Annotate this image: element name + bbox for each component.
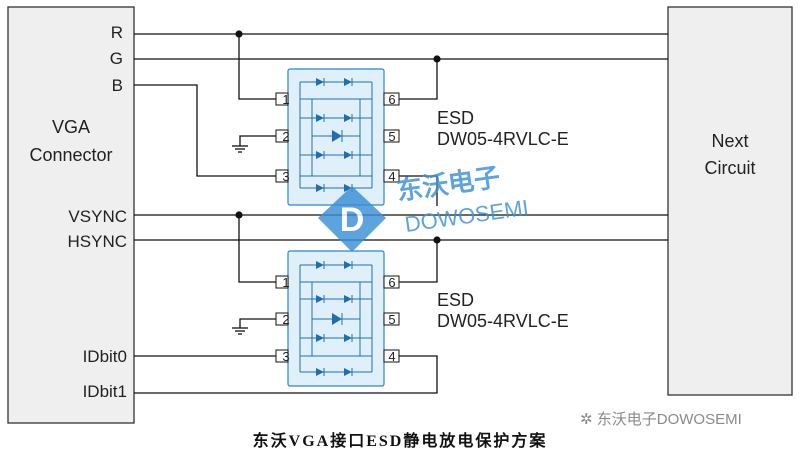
esd-bottom-pin3: 3	[282, 349, 289, 364]
svg-text:D: D	[340, 201, 365, 239]
esd-chip-top-diodes	[299, 78, 373, 192]
footer-text: 东沃电子DOWOSEMI	[596, 411, 742, 428]
esd-bottom-pin4-box	[383, 349, 400, 363]
figure-caption: 东沃VGA接口ESD静电放电保护方案	[252, 433, 548, 450]
esd-top-pin6-box	[383, 92, 400, 106]
esd-bottom-pin1-box	[275, 275, 289, 289]
signal-label-hsync: HSYNC	[67, 232, 127, 251]
signal-label-idbit0: IDbit0	[83, 347, 127, 366]
esd-top-pin6: 6	[388, 92, 395, 107]
vga-connector-box	[7, 6, 135, 424]
esd-top-pin4-box	[383, 169, 400, 183]
esd-bottom-part: DW05-4RVLC-E	[437, 311, 569, 331]
esd-top-pin3-box	[275, 169, 289, 183]
signal-label-g: G	[110, 49, 123, 68]
esd-top-pin5: 5	[388, 129, 395, 144]
esd-chip-bottom-diodes	[299, 261, 373, 376]
esd-bottom-pin2: 2	[282, 312, 289, 327]
esd-top-pin3: 3	[282, 169, 289, 184]
esd-bottom-label: ESD	[437, 290, 474, 310]
esd-top-part: DW05-4RVLC-E	[437, 129, 569, 149]
esd-bottom-pin6: 6	[388, 275, 395, 290]
esd-chip-top: 1 2 3 4 5 6	[275, 68, 400, 206]
esd-bottom-pin6-box	[383, 275, 400, 289]
esd-bottom-pin5-box	[383, 312, 400, 326]
bottom-wires	[134, 211, 668, 394]
esd-top-pin5-box	[383, 129, 400, 143]
esd-bottom-pin1: 1	[282, 275, 289, 290]
next-circuit-line2: Circuit	[704, 158, 755, 178]
esd-top-pin1-box	[275, 92, 289, 106]
esd-top-pin2-box	[275, 129, 289, 143]
esd-top-pin2: 2	[282, 129, 289, 144]
top-wires	[134, 30, 668, 206]
signal-label-r: R	[111, 23, 123, 42]
esd-top-pin1: 1	[282, 92, 289, 107]
esd-top-pin4: 4	[388, 169, 395, 184]
footer-credit: ✲ 东沃电子DOWOSEMI	[580, 408, 742, 429]
esd-bottom-pin5: 5	[388, 312, 395, 327]
esd-bottom-pin2-box	[275, 312, 289, 326]
esd-bottom-pin4: 4	[388, 349, 395, 364]
next-circuit-line1: Next	[711, 131, 748, 151]
signal-label-vsync: VSYNC	[68, 207, 127, 226]
esd-bottom-pin3-box	[275, 349, 289, 363]
dowosemi-logo-icon	[318, 186, 386, 252]
next-circuit-box	[667, 6, 793, 396]
wechat-icon: ✲	[580, 411, 597, 428]
esd-top-label: ESD	[437, 108, 474, 128]
signal-label-b: B	[112, 76, 123, 95]
connector-title-line2: Connector	[29, 145, 112, 165]
esd-chip-bottom: 1 2 3 4 5 6	[275, 250, 400, 387]
signal-label-idbit1: IDbit1	[83, 382, 127, 401]
connector-title-line1: VGA	[52, 117, 90, 137]
